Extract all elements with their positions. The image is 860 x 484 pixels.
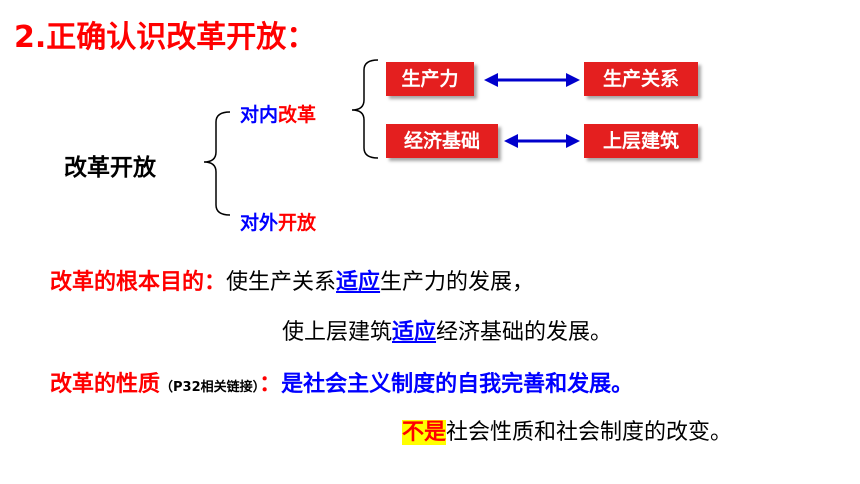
- box-economic-base: 经济基础: [386, 124, 498, 158]
- purpose-line1-a: 使生产关系: [226, 270, 337, 295]
- branch-internal-part1: 对内: [240, 104, 279, 126]
- sub-brace: [351, 59, 379, 159]
- branch-external: 对外开放: [240, 208, 316, 235]
- nature-statement: 是社会主义制度的自我完善和发展。: [281, 372, 634, 397]
- purpose-line2-adapt: 适应: [392, 320, 437, 345]
- branch-external-part1: 对外: [240, 212, 279, 234]
- purpose-line-2: 使上层建筑适应经济基础的发展。: [282, 314, 612, 346]
- negation-highlight: 不是: [402, 420, 447, 445]
- nature-label: 改革的性质: [50, 372, 161, 397]
- double-arrow-2: [504, 134, 580, 148]
- negation-rest: 社会性质和社会制度的改变。: [446, 420, 733, 445]
- page-title: 2.正确认识改革开放：: [14, 20, 317, 55]
- box-productive-forces: 生产力: [386, 62, 474, 96]
- purpose-label: 改革的根本目的：: [50, 270, 227, 295]
- purpose-line-1: 改革的根本目的：使生产关系适应生产力的发展，: [50, 264, 534, 296]
- nature-colon: ：: [259, 372, 282, 397]
- purpose-line1-c: 生产力的发展，: [380, 270, 535, 295]
- nature-negation-line: 不是社会性质和社会制度的改变。: [402, 414, 732, 446]
- nature-line: 改革的性质（P32相关链接）：是社会主义制度的自我完善和发展。: [50, 366, 633, 398]
- root-label: 改革开放: [64, 155, 156, 181]
- double-arrow-1: [484, 73, 580, 87]
- purpose-line2-c: 经济基础的发展。: [436, 320, 613, 345]
- main-brace: [203, 111, 231, 216]
- nature-note: （P32相关链接）: [160, 380, 260, 395]
- branch-internal-part2: 改革: [278, 104, 317, 126]
- purpose-line1-adapt: 适应: [336, 270, 381, 295]
- branch-external-part2: 开放: [278, 212, 317, 234]
- box-relations-of-production: 生产关系: [584, 62, 698, 96]
- box-superstructure: 上层建筑: [584, 124, 698, 158]
- branch-internal: 对内改革: [240, 100, 316, 127]
- purpose-line2-a: 使上层建筑: [282, 320, 393, 345]
